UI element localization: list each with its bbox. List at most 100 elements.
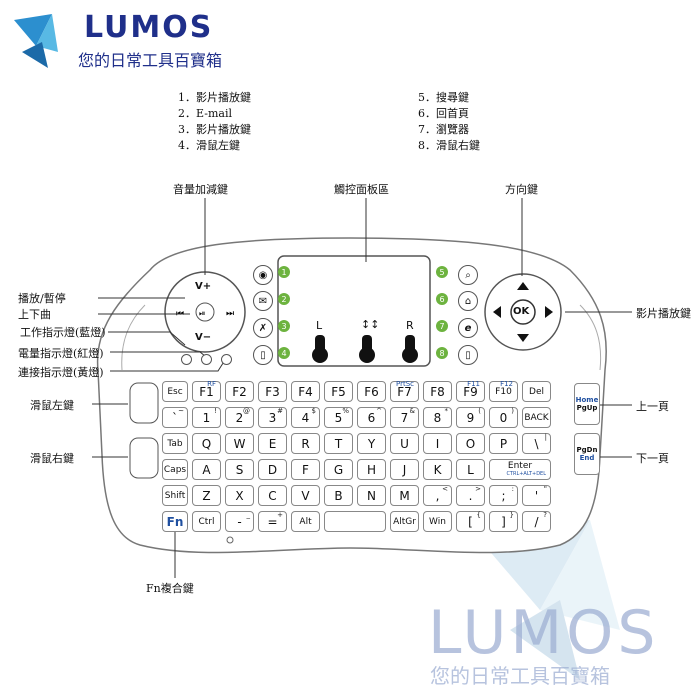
- key-home-pgup[interactable]: Home PgUp: [574, 383, 600, 425]
- home-button[interactable]: ⌂: [458, 291, 478, 311]
- key-b[interactable]: B: [324, 485, 353, 506]
- key-y[interactable]: Y: [357, 433, 386, 454]
- key--[interactable]: '": [522, 485, 551, 506]
- key--[interactable]: .>: [456, 485, 485, 506]
- key-f6[interactable]: F6: [357, 381, 386, 402]
- key-shift[interactable]: Shift: [162, 485, 188, 506]
- key-label: Alt: [299, 516, 312, 527]
- key-j[interactable]: J: [390, 459, 419, 480]
- key-n[interactable]: N: [357, 485, 386, 506]
- key-altgr[interactable]: AltGr: [390, 511, 419, 532]
- key-u[interactable]: U: [390, 433, 419, 454]
- badge-1: 1: [278, 266, 290, 278]
- key-shift-label: ?: [543, 511, 547, 519]
- key-space[interactable]: [324, 511, 386, 532]
- key--[interactable]: =+: [258, 511, 287, 532]
- key-v[interactable]: V: [291, 485, 320, 506]
- legend-label: 回首頁: [436, 107, 469, 120]
- key-f5[interactable]: F5: [324, 381, 353, 402]
- key-6[interactable]: 6^: [357, 407, 386, 428]
- key-ctrl[interactable]: Ctrl: [192, 511, 221, 532]
- email-button[interactable]: ✉: [253, 291, 273, 311]
- key-f8[interactable]: F8: [423, 381, 452, 402]
- key-label: N: [367, 488, 376, 503]
- badge-8: 8: [436, 347, 448, 359]
- key-z[interactable]: Z: [192, 485, 221, 506]
- key-tab[interactable]: Tab: [162, 433, 188, 454]
- key-shift-label: ~: [178, 407, 184, 415]
- mouse-left-button[interactable]: ▯: [253, 345, 273, 365]
- key-4[interactable]: 4$: [291, 407, 320, 428]
- key-caps[interactable]: Caps: [162, 459, 188, 480]
- ok-button[interactable]: OK: [513, 306, 530, 317]
- key-h[interactable]: H: [357, 459, 386, 480]
- finger-right-icon: [402, 335, 418, 363]
- key-8[interactable]: 8*: [423, 407, 452, 428]
- key--[interactable]: ;:: [489, 485, 518, 506]
- key-1[interactable]: 1!: [192, 407, 221, 428]
- key--[interactable]: ,<: [423, 485, 452, 506]
- key-t[interactable]: T: [324, 433, 353, 454]
- key-alt[interactable]: Alt: [291, 511, 320, 532]
- key-pgdn-end[interactable]: PgDn End: [574, 433, 600, 475]
- key--[interactable]: `~: [162, 407, 188, 428]
- key-r[interactable]: R: [291, 433, 320, 454]
- right-mouse-side-button: [129, 437, 159, 479]
- volume-up-button[interactable]: V+: [195, 281, 212, 292]
- key-shift-label: #: [277, 407, 283, 415]
- callout-page-up: 上一頁: [636, 400, 669, 413]
- browser-button[interactable]: e: [458, 318, 478, 338]
- key-w[interactable]: W: [225, 433, 254, 454]
- key-c[interactable]: C: [258, 485, 287, 506]
- key-i[interactable]: I: [423, 433, 452, 454]
- arrow-down-icon: [517, 334, 529, 342]
- key--[interactable]: -_: [225, 511, 254, 532]
- key--[interactable]: [{: [456, 511, 485, 532]
- key-3[interactable]: 3#: [258, 407, 287, 428]
- key-back[interactable]: BACK: [522, 407, 551, 428]
- mouse-right-button[interactable]: ▯: [458, 345, 478, 365]
- key-f4[interactable]: F4: [291, 381, 320, 402]
- key-label: X: [235, 488, 244, 503]
- legend-num: 5: [418, 91, 425, 104]
- key-win[interactable]: Win: [423, 511, 452, 532]
- key-d[interactable]: D: [258, 459, 287, 480]
- badge-7: 7: [436, 320, 448, 332]
- key-7[interactable]: 7&: [390, 407, 419, 428]
- key-f3[interactable]: F3: [258, 381, 287, 402]
- key-o[interactable]: O: [456, 433, 485, 454]
- key-g[interactable]: G: [324, 459, 353, 480]
- key-s[interactable]: S: [225, 459, 254, 480]
- key-m[interactable]: M: [390, 485, 419, 506]
- key-9[interactable]: 9(: [456, 407, 485, 428]
- key-esc[interactable]: Esc: [162, 381, 188, 402]
- video-play-button[interactable]: ◉: [253, 265, 273, 285]
- key-l[interactable]: L: [456, 459, 485, 480]
- key-q[interactable]: Q: [192, 433, 221, 454]
- key-x[interactable]: X: [225, 485, 254, 506]
- key--[interactable]: /?: [522, 511, 551, 532]
- key-a[interactable]: A: [192, 459, 221, 480]
- key-f[interactable]: F: [291, 459, 320, 480]
- work-led: [181, 354, 192, 365]
- key-2[interactable]: 2@: [225, 407, 254, 428]
- key-e[interactable]: E: [258, 433, 287, 454]
- search-button[interactable]: ⌕: [458, 265, 478, 285]
- key-label: \: [534, 436, 539, 451]
- volume-down-button[interactable]: V−: [195, 332, 212, 343]
- mute-button[interactable]: ✗: [253, 318, 273, 338]
- key-fn[interactable]: Fn: [162, 511, 188, 532]
- key-k[interactable]: K: [423, 459, 452, 480]
- key-0[interactable]: 0): [489, 407, 518, 428]
- key-f2[interactable]: F2: [225, 381, 254, 402]
- key--[interactable]: \|: [522, 433, 551, 454]
- key-del[interactable]: Del: [522, 381, 551, 402]
- key-p[interactable]: P: [489, 433, 518, 454]
- key-5[interactable]: 5%: [324, 407, 353, 428]
- key--[interactable]: ]}: [489, 511, 518, 532]
